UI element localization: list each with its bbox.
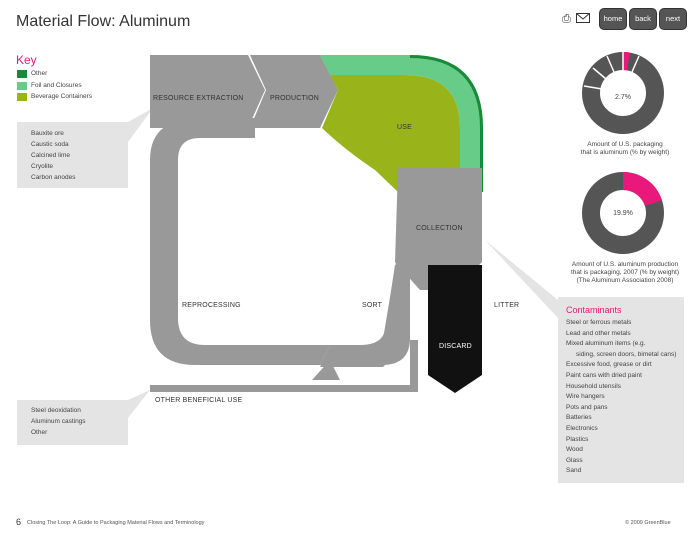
output-item: Aluminum castings: [31, 418, 86, 425]
discard-block: [428, 265, 482, 393]
label-resource-extraction: RESOURCE EXTRACTION: [153, 95, 244, 102]
output-item: Other: [31, 429, 48, 436]
donut-packaging-aluminum: [582, 52, 664, 134]
contaminant-item: Household utensils: [566, 382, 621, 390]
label-collection: COLLECTION: [416, 225, 463, 232]
input-item: Calcined lime: [31, 152, 71, 159]
contaminant-item: Glass: [566, 456, 583, 464]
key-swatch-beverage: [17, 93, 27, 101]
use-beverage-band: [322, 75, 460, 192]
contaminant-item: siding, screen doors, bimetal cans): [576, 350, 677, 358]
input-item: Carbon anodes: [31, 174, 76, 181]
outputs-callout-pointer: [128, 390, 150, 418]
label-other-beneficial-use: OTHER BENEFICIAL USE: [155, 397, 243, 404]
key-swatch-foil: [17, 82, 27, 90]
production-arrow: [250, 55, 338, 128]
sort-return-arrow: [312, 360, 340, 380]
contaminant-item: Sand: [566, 467, 582, 475]
key-title: Key: [16, 53, 37, 67]
resource-extraction-arrow: [150, 55, 265, 128]
label-litter: LITTER: [494, 302, 520, 309]
contaminants-title: Contaminants: [566, 305, 622, 315]
label-use: USE: [397, 124, 412, 131]
input-item: Cryolite: [31, 163, 54, 170]
key-label-other: Other: [31, 70, 48, 77]
donut2-caption-line: (The Aluminum Association 2008): [576, 277, 674, 284]
donut2-caption-line: that is packaging, 2007 (% by weight): [570, 269, 680, 276]
collection-block: [395, 168, 482, 290]
page-number: 6: [16, 517, 22, 527]
key-swatch-other: [17, 70, 27, 78]
contaminant-item: Batteries: [566, 414, 592, 422]
contaminant-item: Wood: [566, 446, 583, 454]
label-production: PRODUCTION: [270, 95, 320, 102]
contaminant-item: Wire hangers: [566, 393, 605, 401]
input-item: Bauxite ore: [31, 130, 64, 137]
contaminant-item: Lead and other metals: [566, 329, 631, 337]
contaminant-item: Plastics: [566, 435, 589, 443]
home-button[interactable]: home: [599, 8, 627, 30]
donut1-caption-line: Amount of U.S. packaging: [587, 141, 663, 148]
donut1-caption: Amount of U.S. packaging that is aluminu…: [560, 141, 690, 157]
donut-aluminum-packaging: [582, 172, 664, 254]
output-item: Steel deoxidation: [31, 407, 81, 414]
book-title: Closing The Loop: A Guide to Packaging M…: [27, 520, 205, 526]
sort-arrow: [320, 262, 410, 367]
contaminant-item: Steel or ferrous metals: [566, 319, 632, 326]
label-sort: SORT: [362, 302, 383, 309]
donut1-caption-line: that is aluminum (% by weight): [580, 149, 670, 156]
key-label-foil: Foil and Closures: [31, 82, 82, 89]
contaminant-item: Electronics: [566, 424, 598, 432]
other-beneficial-use-bar: [150, 340, 418, 392]
contaminants-box: Contaminants Steel or ferrous metals Lea…: [558, 297, 684, 483]
label-discard: DISCARD: [439, 343, 472, 350]
donut2-caption: Amount of U.S. aluminum production that …: [560, 261, 690, 285]
label-reprocessing: REPROCESSING: [182, 302, 241, 309]
back-button[interactable]: back: [629, 8, 657, 30]
next-button[interactable]: next: [659, 8, 687, 30]
donut1-value-label: 2.7%: [615, 94, 631, 101]
inputs-callout-pointer: [128, 108, 153, 142]
mail-icon[interactable]: [576, 13, 590, 23]
reprocessing-loop-left: [150, 118, 330, 365]
contaminant-item: Paint cans with dried paint: [566, 371, 642, 379]
outputs-callout: Steel deoxidation Aluminum castings Othe…: [17, 400, 128, 445]
contaminants-callout-pointer: [485, 240, 558, 318]
contaminant-item: Pots and pans: [566, 403, 608, 411]
contaminant-item: Mixed aluminum items (e.g.: [566, 340, 646, 348]
donut2-value-label: 19.9%: [613, 210, 633, 217]
inputs-callout: Bauxite ore Caustic soda Calcined lime C…: [17, 122, 128, 188]
donut2-caption-line: Amount of U.S. aluminum production: [571, 261, 679, 268]
printer-icon[interactable]: ⎙: [562, 13, 571, 25]
page-title: Material Flow: Aluminum: [16, 13, 191, 30]
input-item: Caustic soda: [31, 141, 69, 148]
key-label-beverage: Beverage Containers: [31, 93, 93, 100]
copyright: © 2009 GreenBlue: [625, 520, 671, 526]
contaminant-item: Excessive food, grease or dirt: [566, 361, 652, 369]
